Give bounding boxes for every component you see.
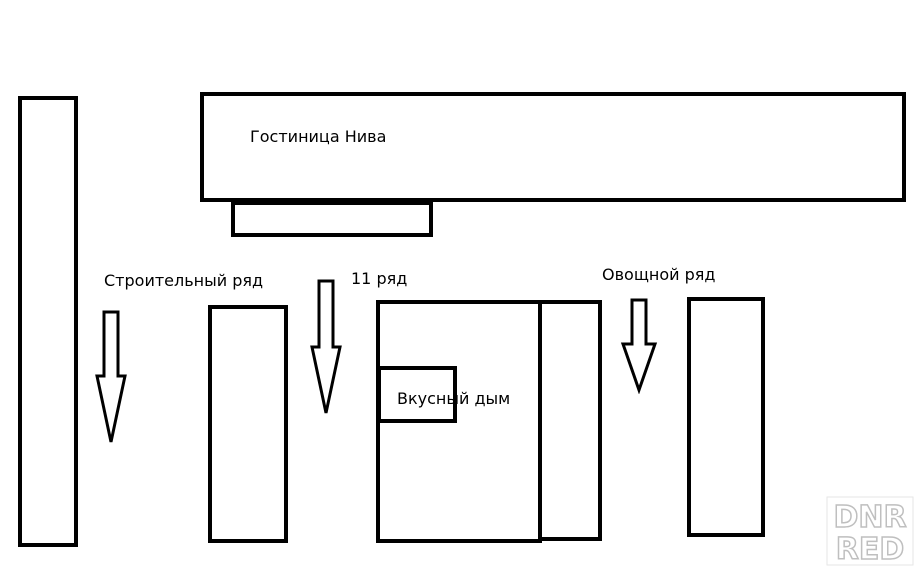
- watermark-line1: DNR: [833, 500, 906, 535]
- smoke-stall: [377, 366, 457, 423]
- stall-block-3: [538, 300, 602, 541]
- down-arrow-icon: [95, 310, 127, 443]
- vegetable-row-label: Овощной ряд: [602, 265, 716, 284]
- smoke-stall-label: Вкусный дым: [397, 389, 511, 408]
- building-row-label: Строительный ряд: [104, 271, 264, 290]
- down-arrow-icon: [620, 298, 658, 394]
- watermark-line2: RED: [836, 532, 905, 566]
- stall-block-1: [208, 305, 288, 543]
- row-11-label: 11 ряд: [351, 269, 408, 288]
- down-arrow-icon: [310, 279, 342, 414]
- dnr-red-watermark-logo: DNR RED: [826, 496, 914, 566]
- hotel-annex: [231, 201, 433, 237]
- left-column-building: [18, 96, 78, 547]
- hotel-label: Гостиница Нива: [250, 127, 387, 146]
- stall-block-4: [687, 297, 765, 537]
- hotel-building: [200, 92, 906, 202]
